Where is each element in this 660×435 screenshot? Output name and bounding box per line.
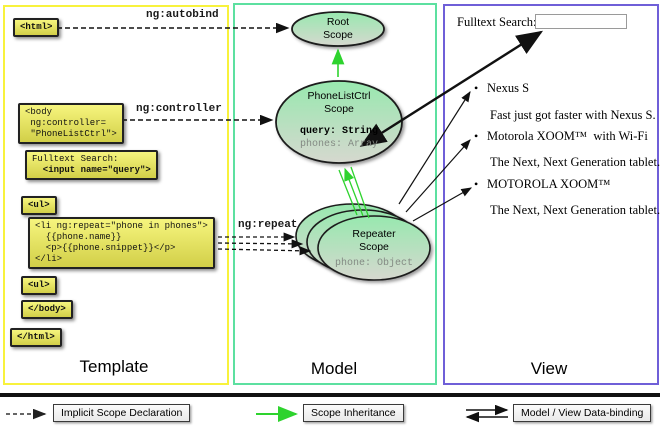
code-html-open: <html>: [13, 18, 60, 37]
code-fulltext-line2: <input name="query">: [32, 165, 151, 175]
phonelistctrl-scope-label: PhoneListCtrl Scope: [307, 90, 371, 115]
code-body-close: </body>: [21, 300, 73, 319]
code-body-open: <body ng:controller= "PhoneListCtrl">: [18, 103, 124, 144]
legend-inheritance-label: Scope Inheritance: [303, 404, 404, 422]
code-fulltext-input: Fulltext Search: <input name="query">: [25, 150, 158, 180]
code-fulltext-line1: Fulltext Search:: [32, 154, 119, 164]
code-ul-open-2: <ul>: [21, 276, 57, 295]
legend-implicit-label: Implicit Scope Declaration: [53, 404, 191, 422]
repeat-arrow-3: [217, 246, 312, 256]
view-item-1-title: • Nexus S: [474, 81, 529, 96]
repeater-phone-prop: phone: Object: [334, 258, 413, 269]
code-li-repeat: <li ng:repeat="phone in phones"> {{phone…: [28, 217, 215, 269]
root-scope-label: Root Scope: [323, 16, 353, 41]
repeat-label: ng:repeat: [238, 219, 298, 231]
legend-binding-label: Model / View Data-binding: [513, 404, 652, 422]
view-search-input[interactable]: [535, 14, 627, 29]
repeater-scope-ellipse-front: [317, 215, 431, 281]
autobind-label: ng:autobind: [146, 9, 219, 21]
inheritance-arrow-repeater-3: [350, 166, 370, 219]
view-item-2-title: • Motorola XOOM™ with Wi-Fi: [474, 129, 648, 144]
view-item-2-title-text: Motorola XOOM™ with Wi-Fi: [487, 129, 648, 143]
template-column-frame: [3, 5, 229, 385]
view-item-2-snippet: The Next, Next Generation tablet.: [490, 155, 660, 169]
phonelistctrl-phones-prop: phones: Array: [299, 139, 378, 150]
repeat-arrow-2: [217, 239, 304, 249]
bullet-icon: •: [474, 177, 479, 191]
code-ul-open-1: <ul>: [21, 196, 57, 215]
view-item-3-title-text: MOTOROLA XOOM™: [487, 177, 611, 191]
view-search-label: Fulltext Search:: [457, 15, 537, 29]
view-item-1-snippet: Fast just got faster with Nexus S.: [490, 108, 656, 122]
query-binding-arrow: [359, 30, 544, 147]
phonelistctrl-query-prop: query: String: [299, 126, 378, 137]
inheritance-arrow-repeater-2: [344, 167, 364, 217]
item3-binding-arrow: [412, 187, 473, 222]
view-item-3-snippet: The Next, Next Generation tablet.: [490, 203, 660, 217]
code-html-close: </html>: [10, 328, 62, 347]
model-column-title: Model: [310, 359, 358, 378]
item1-binding-arrow: [398, 90, 471, 205]
item2-binding-arrow: [405, 139, 471, 213]
bullet-icon: •: [474, 81, 479, 95]
view-column-title: View: [530, 359, 568, 378]
template-column-title: Template: [79, 357, 149, 376]
view-item-1-title-text: Nexus S: [487, 81, 530, 95]
repeater-scope-label: Repeater Scope: [352, 228, 396, 253]
inheritance-arrow-repeater-1: [338, 169, 358, 216]
bullet-icon: •: [474, 129, 479, 143]
controller-label: ng:controller: [136, 103, 222, 115]
view-item-3-title: • MOTOROLA XOOM™: [474, 177, 611, 192]
